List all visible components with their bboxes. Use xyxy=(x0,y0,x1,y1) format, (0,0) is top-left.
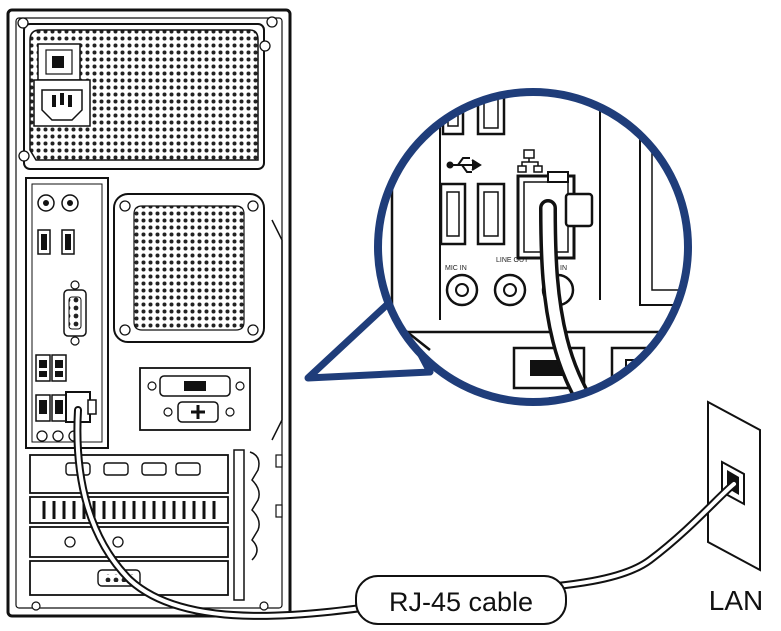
io-panel xyxy=(26,178,108,448)
lan-label: LAN xyxy=(709,585,763,616)
pc-tower-rear xyxy=(8,10,290,616)
gpu-bracket xyxy=(140,368,250,430)
case-fan-grille xyxy=(114,194,264,342)
line-in-label: IN xyxy=(560,265,567,272)
cable-label: RJ-45 cable xyxy=(356,576,566,624)
power-supply xyxy=(18,17,277,169)
cable-label-text: RJ-45 cable xyxy=(389,587,533,617)
zoom-callout: MIC IN LINE OUT IN xyxy=(308,80,700,420)
mic-in-label: MIC IN xyxy=(445,265,467,272)
